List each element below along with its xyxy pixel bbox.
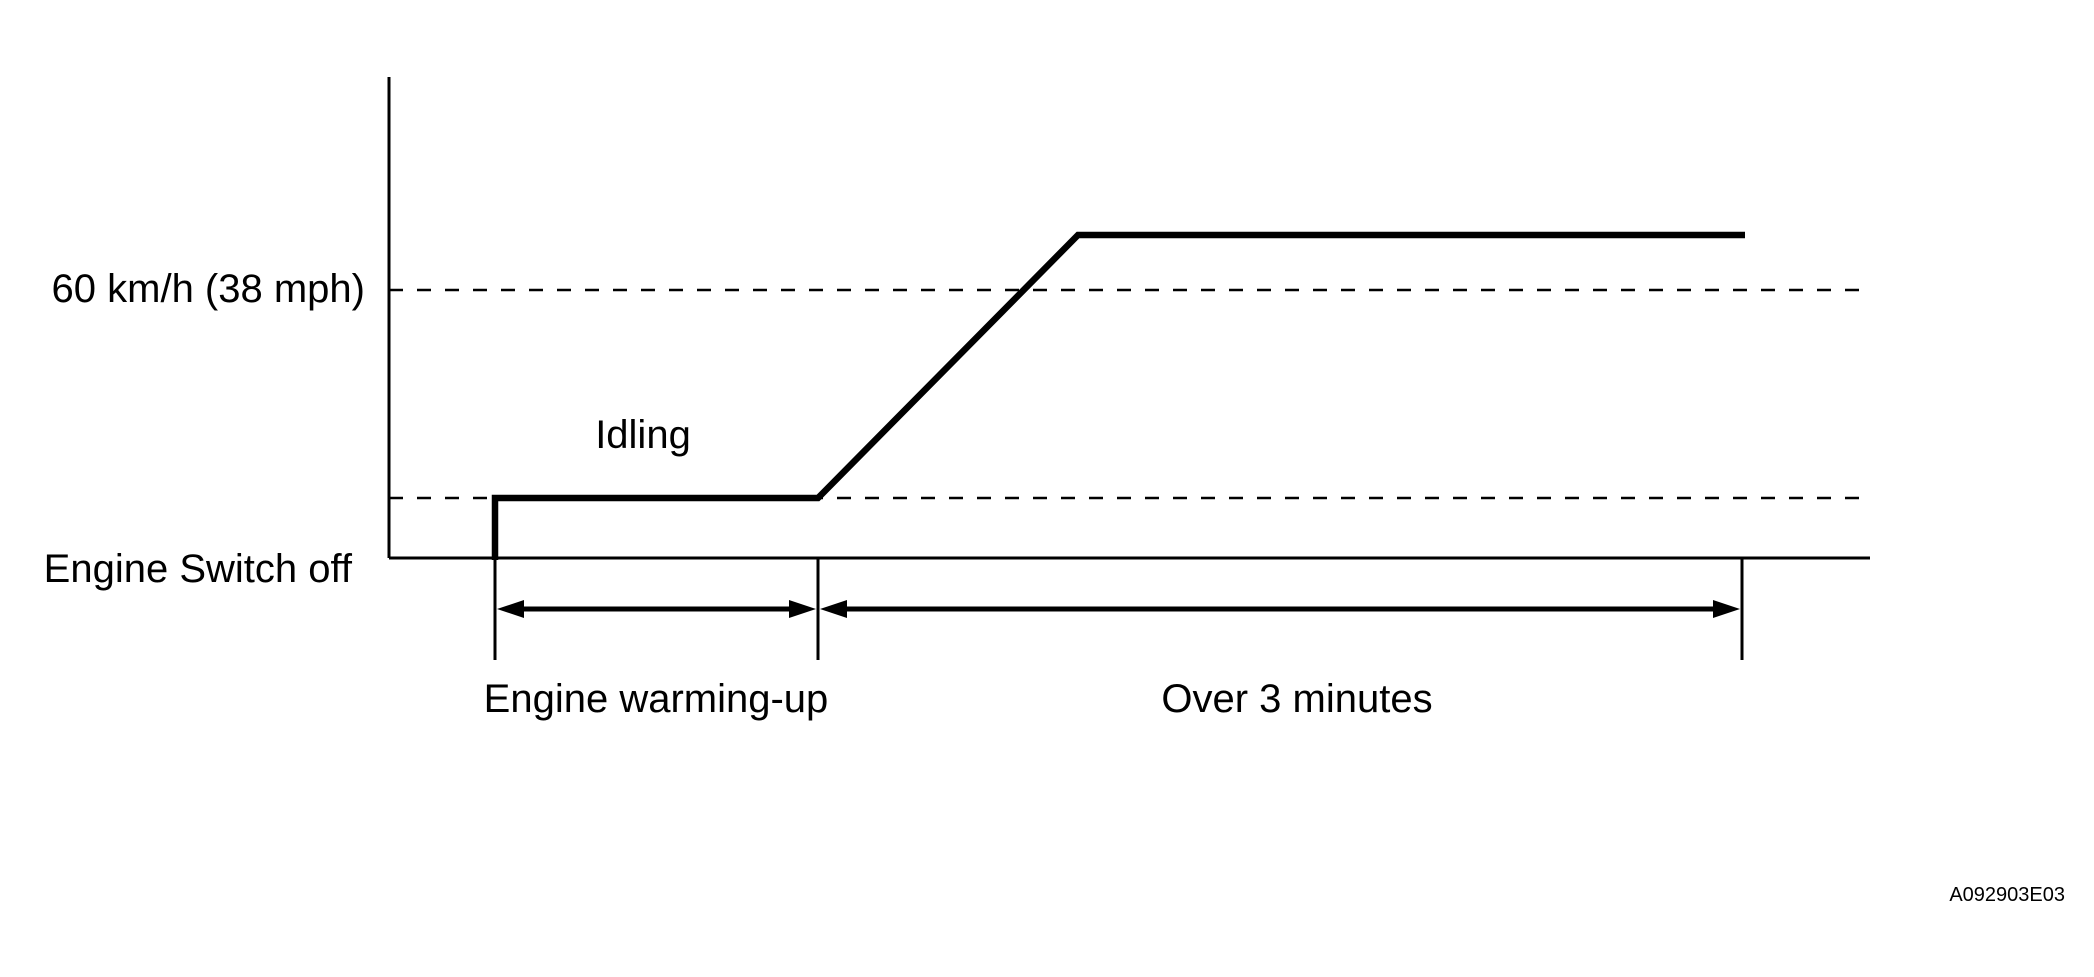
warmup-dimension-arrow [497,600,816,618]
duration-dimension-arrow [820,600,1740,618]
figure-code-label: A092903E03 [1949,884,2065,906]
engine-off-label: Engine Switch off [44,547,353,591]
idling-label: Idling [595,413,691,457]
speed-level-label: 60 km/h (38 mph) [52,267,365,311]
duration-label: Over 3 minutes [1161,677,1432,721]
speed-profile-line [491,231,1745,560]
warmup-label: Engine warming-up [484,677,829,721]
